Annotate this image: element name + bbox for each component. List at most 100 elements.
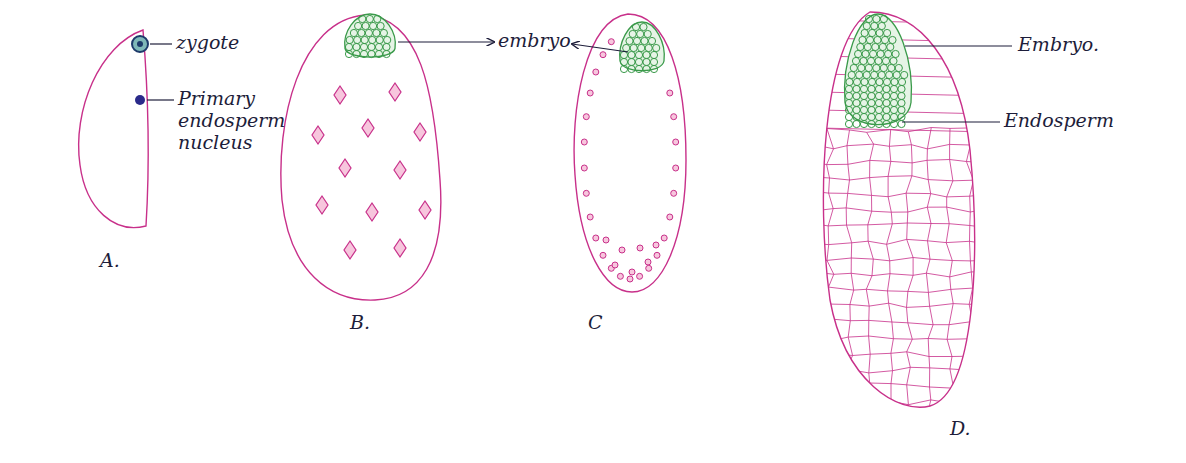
embryo-cell — [620, 65, 627, 72]
embryo-cell — [883, 113, 890, 120]
cell-wall — [828, 178, 830, 193]
cell-wall — [869, 160, 870, 177]
embryo-cell — [868, 113, 875, 120]
embryo-cell — [853, 113, 860, 120]
cell-wall — [891, 371, 893, 384]
cell-wall — [831, 319, 833, 341]
cell-wall — [988, 435, 993, 447]
cell-wall — [890, 434, 892, 449]
cell-wall — [807, 191, 810, 212]
embryo-cell — [853, 78, 860, 85]
cell-wall — [928, 325, 933, 339]
embryo-cell — [640, 23, 647, 30]
free-nucleus — [671, 190, 677, 196]
cell-wall — [810, 223, 986, 228]
cell-wall — [907, 291, 908, 307]
embryo-cell — [845, 113, 852, 120]
embryo-cell — [868, 99, 875, 106]
cell-wall — [807, 323, 808, 339]
cell-wall — [987, 303, 989, 320]
part-label: Endosperm — [1004, 110, 1114, 132]
embryo-cell — [628, 58, 635, 65]
free-nucleus — [637, 273, 643, 279]
embryo-cell — [353, 43, 360, 50]
cell-wall — [929, 357, 931, 368]
cell-wall — [807, 417, 814, 436]
embryo-cell — [886, 71, 893, 78]
cell-wall — [926, 273, 928, 292]
primary-endosperm-nucleus — [135, 95, 145, 105]
embryo-cell — [868, 78, 875, 85]
cell-wall — [829, 418, 830, 435]
embryo-cells — [345, 14, 396, 58]
cell-wall — [950, 160, 953, 181]
cell-wall — [872, 259, 873, 276]
free-nucleus — [673, 139, 679, 145]
part-label: zygote — [176, 32, 239, 54]
embryo-cell — [853, 92, 860, 99]
cell-wall — [907, 367, 911, 385]
embryo-cell — [353, 50, 360, 57]
cell-wall — [930, 306, 934, 324]
cell-wall — [847, 225, 852, 243]
cell-wall — [891, 339, 894, 354]
cell-wall — [949, 304, 953, 325]
cellular-endosperm — [807, 20, 993, 452]
embryo-cell — [375, 43, 382, 50]
cell-wall — [968, 356, 970, 370]
embryo-cell — [360, 50, 367, 57]
embryo-outline — [845, 14, 912, 125]
cell-wall — [928, 339, 930, 357]
cell-wall — [809, 160, 992, 165]
cell-wall — [811, 354, 814, 369]
cell-wall — [946, 197, 947, 207]
cell-wall — [829, 193, 834, 209]
cell-wall — [869, 336, 871, 354]
cell-wall — [966, 401, 968, 420]
cell-wall — [851, 243, 852, 258]
cell-wall — [849, 433, 851, 449]
embryo-cell — [650, 58, 657, 65]
cell-wall — [990, 352, 991, 369]
free-nucleus — [661, 235, 667, 241]
cell-wall — [991, 368, 993, 389]
cell-wall — [987, 148, 991, 163]
cell-wall — [907, 339, 913, 352]
cell-wall — [906, 436, 910, 450]
embryo-cell — [626, 37, 633, 44]
cell-wall — [849, 305, 850, 321]
embryo-cell — [853, 120, 860, 127]
cell-wall — [906, 176, 912, 193]
embryo-cell — [860, 106, 867, 113]
cell-wall — [887, 244, 890, 260]
free-nucleus — [339, 159, 351, 177]
cell-wall — [887, 224, 893, 245]
cell-wall — [946, 243, 952, 261]
cell-wall — [988, 337, 990, 352]
embryo-cell — [892, 50, 899, 57]
embryo-cell — [648, 37, 655, 44]
embryo-cell — [650, 65, 657, 72]
cell-wall — [848, 337, 852, 355]
free-nucleus — [646, 265, 652, 271]
embryo-cell — [620, 51, 627, 58]
free-nucleus — [600, 52, 606, 58]
free-nucleus — [654, 252, 660, 258]
cell-wall — [888, 197, 891, 213]
cell-wall — [848, 180, 850, 193]
embryo-cell — [858, 64, 865, 71]
embryo-cell — [361, 36, 368, 43]
cell-wall — [867, 417, 873, 432]
free-nucleus — [629, 269, 635, 275]
embryo-cell — [883, 120, 890, 127]
cell-wall — [889, 146, 890, 161]
embryo-cell — [875, 120, 882, 127]
embryo-cell — [650, 51, 657, 58]
free-nucleus — [581, 139, 587, 145]
embryo-cell — [645, 44, 652, 51]
embryo-cell — [360, 43, 367, 50]
cell-wall — [846, 193, 848, 208]
embryo-cell — [859, 36, 866, 43]
cell-wall — [946, 432, 949, 451]
cell-wall — [947, 181, 953, 197]
